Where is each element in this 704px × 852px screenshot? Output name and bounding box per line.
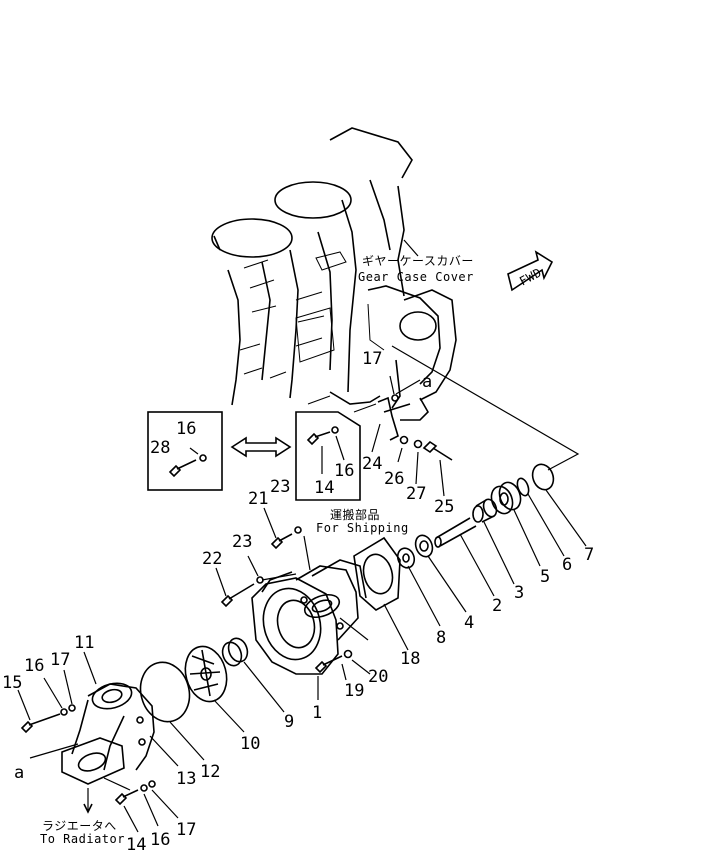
radiator-jp-label: ラジエータへ	[42, 819, 117, 833]
part-1-pump-housing	[251, 559, 367, 675]
leader-housing-right	[339, 617, 369, 641]
part-11-elbow	[61, 651, 155, 785]
inset-bolt-28	[168, 447, 207, 478]
label-part-8: 8	[436, 628, 446, 648]
label-part-16-bottom: 16	[150, 830, 170, 850]
part-9-seal	[221, 637, 285, 713]
ref-a-bottom: a	[14, 763, 24, 783]
leader-23b	[261, 573, 297, 581]
label-part-4: 4	[464, 613, 474, 633]
label-part-7: 7	[584, 545, 594, 565]
label-part-21: 21	[248, 489, 268, 509]
label-part-17-top: 17	[362, 349, 382, 369]
label-part-17-bottom: 17	[176, 820, 196, 840]
bolt-25-26-27	[397, 435, 453, 497]
label-part-24: 24	[362, 454, 382, 474]
engine-block-outline	[211, 127, 457, 421]
label-part-14-bottom: 14	[126, 835, 146, 852]
label-part-23-a: 23	[270, 477, 290, 497]
label-part-5: 5	[540, 567, 550, 587]
part-4-seal	[414, 534, 434, 558]
part-7-o-ring	[531, 463, 555, 491]
ref-a-top: a	[422, 372, 432, 392]
label-part-3: 3	[514, 583, 524, 603]
label-part-26: 26	[384, 469, 404, 489]
label-part-13: 13	[176, 769, 196, 789]
bracket-24	[371, 375, 411, 453]
gear-case-en-label: Gear Case Cover	[358, 270, 474, 284]
label-part-17-left: 17	[50, 650, 70, 670]
inset-box	[147, 411, 223, 491]
leader-6	[527, 493, 565, 557]
leader-2	[459, 533, 495, 597]
leader-12	[169, 721, 205, 761]
label-part-20: 20	[368, 667, 388, 687]
label-part-11: 11	[74, 633, 94, 653]
fwd-label: FWD	[517, 265, 544, 288]
label-part-16-left: 16	[24, 656, 44, 676]
assembly-axis-line	[391, 345, 580, 471]
label-part-18: 18	[400, 649, 420, 669]
leader-a-bottom	[29, 743, 79, 759]
part-3-sleeve	[472, 498, 498, 523]
label-part-23-b: 23	[232, 532, 252, 552]
fwd-arrow-icon	[507, 250, 554, 292]
label-part-28: 28	[150, 438, 170, 458]
leader-7	[545, 489, 587, 547]
part-5-bearing	[490, 481, 522, 515]
part-18-gasket	[353, 536, 401, 611]
radiator-en-label: To Radiator	[40, 832, 125, 846]
leader-18	[383, 603, 409, 651]
gear-case-jp-label: ギヤーケースカバー	[362, 254, 474, 268]
leader-23a	[303, 535, 311, 571]
leader-13	[149, 735, 179, 767]
part-14-bolt-bottom	[114, 780, 179, 833]
part-15-bolt	[17, 669, 76, 734]
to-radiator-arrow-icon	[83, 788, 93, 814]
label-part-9: 9	[284, 712, 294, 732]
label-part-10: 10	[240, 734, 260, 754]
shipping-jp-label: 運搬部品	[330, 507, 380, 522]
label-part-2: 2	[492, 596, 502, 616]
shipping-en-label: For Shipping	[316, 521, 409, 535]
part-2-shaft	[434, 517, 477, 548]
label-part-22: 22	[202, 549, 222, 569]
leader-3	[483, 521, 515, 585]
part-21-bolt	[263, 507, 302, 550]
double-arrow-icon	[230, 436, 292, 458]
part-19-bolt	[314, 649, 371, 681]
label-part-16-box: 16	[334, 461, 354, 481]
shipping-box	[295, 411, 361, 501]
label-part-14-box: 14	[314, 478, 334, 498]
label-part-12: 12	[200, 762, 220, 782]
shipping-bolt-14	[306, 426, 345, 474]
leader-8	[407, 565, 441, 627]
label-part-19: 19	[344, 681, 364, 701]
part-10-impeller	[184, 645, 245, 733]
label-part-6: 6	[562, 555, 572, 575]
label-part-16-inset: 16	[176, 419, 196, 439]
label-part-25: 25	[434, 497, 454, 517]
part-12-o-ring	[139, 661, 191, 723]
part-22-bolt	[215, 555, 264, 608]
label-part-15: 15	[2, 673, 22, 693]
label-part-1: 1	[312, 703, 322, 723]
label-part-27: 27	[406, 484, 426, 504]
leader-elbow-bottom	[103, 777, 131, 791]
leader-5	[513, 509, 541, 567]
leader-a-top	[395, 379, 421, 395]
leader-4	[427, 555, 467, 613]
